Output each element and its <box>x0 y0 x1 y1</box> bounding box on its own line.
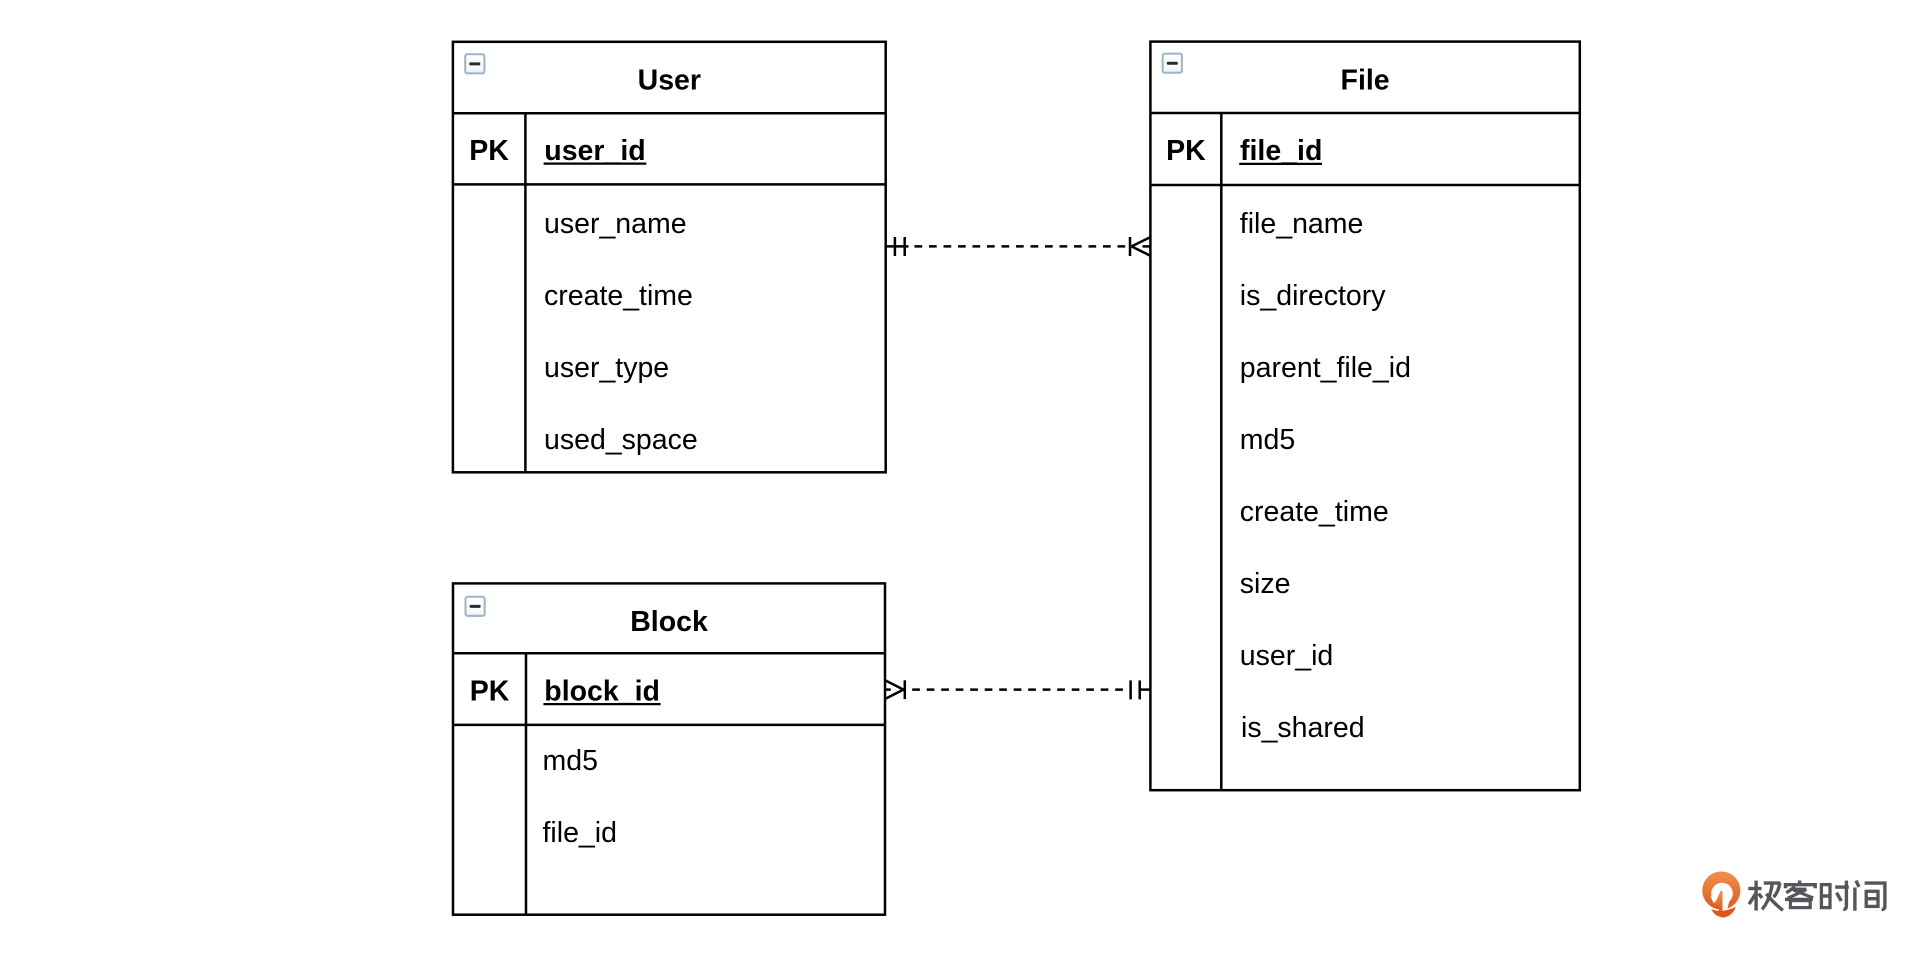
svg-text:user_id: user_id <box>1240 640 1333 672</box>
svg-text:Block: Block <box>630 606 708 638</box>
svg-text:is_directory: is_directory <box>1240 280 1386 312</box>
svg-text:user_name: user_name <box>544 208 687 240</box>
svg-text:user_type: user_type <box>544 352 669 384</box>
svg-text:file_id: file_id <box>1240 135 1322 167</box>
svg-text:PK: PK <box>469 135 509 167</box>
svg-text:block_id: block_id <box>544 675 660 707</box>
svg-text:PK: PK <box>470 675 510 707</box>
svg-text:file_name: file_name <box>1240 208 1364 240</box>
svg-text:parent_file_id: parent_file_id <box>1240 352 1411 384</box>
svg-text:create_time: create_time <box>1240 496 1389 528</box>
svg-text:used_space: used_space <box>544 424 698 456</box>
svg-text:PK: PK <box>1166 135 1206 167</box>
svg-text:md5: md5 <box>1240 424 1295 456</box>
svg-text:file_id: file_id <box>543 817 617 849</box>
svg-text:user_id: user_id <box>544 135 645 167</box>
svg-text:is_shared: is_shared <box>1241 712 1365 744</box>
svg-text:User: User <box>638 64 701 96</box>
svg-text:File: File <box>1341 64 1390 96</box>
svg-text:create_time: create_time <box>544 280 693 312</box>
svg-text:md5: md5 <box>543 745 598 777</box>
svg-text:size: size <box>1240 568 1291 600</box>
